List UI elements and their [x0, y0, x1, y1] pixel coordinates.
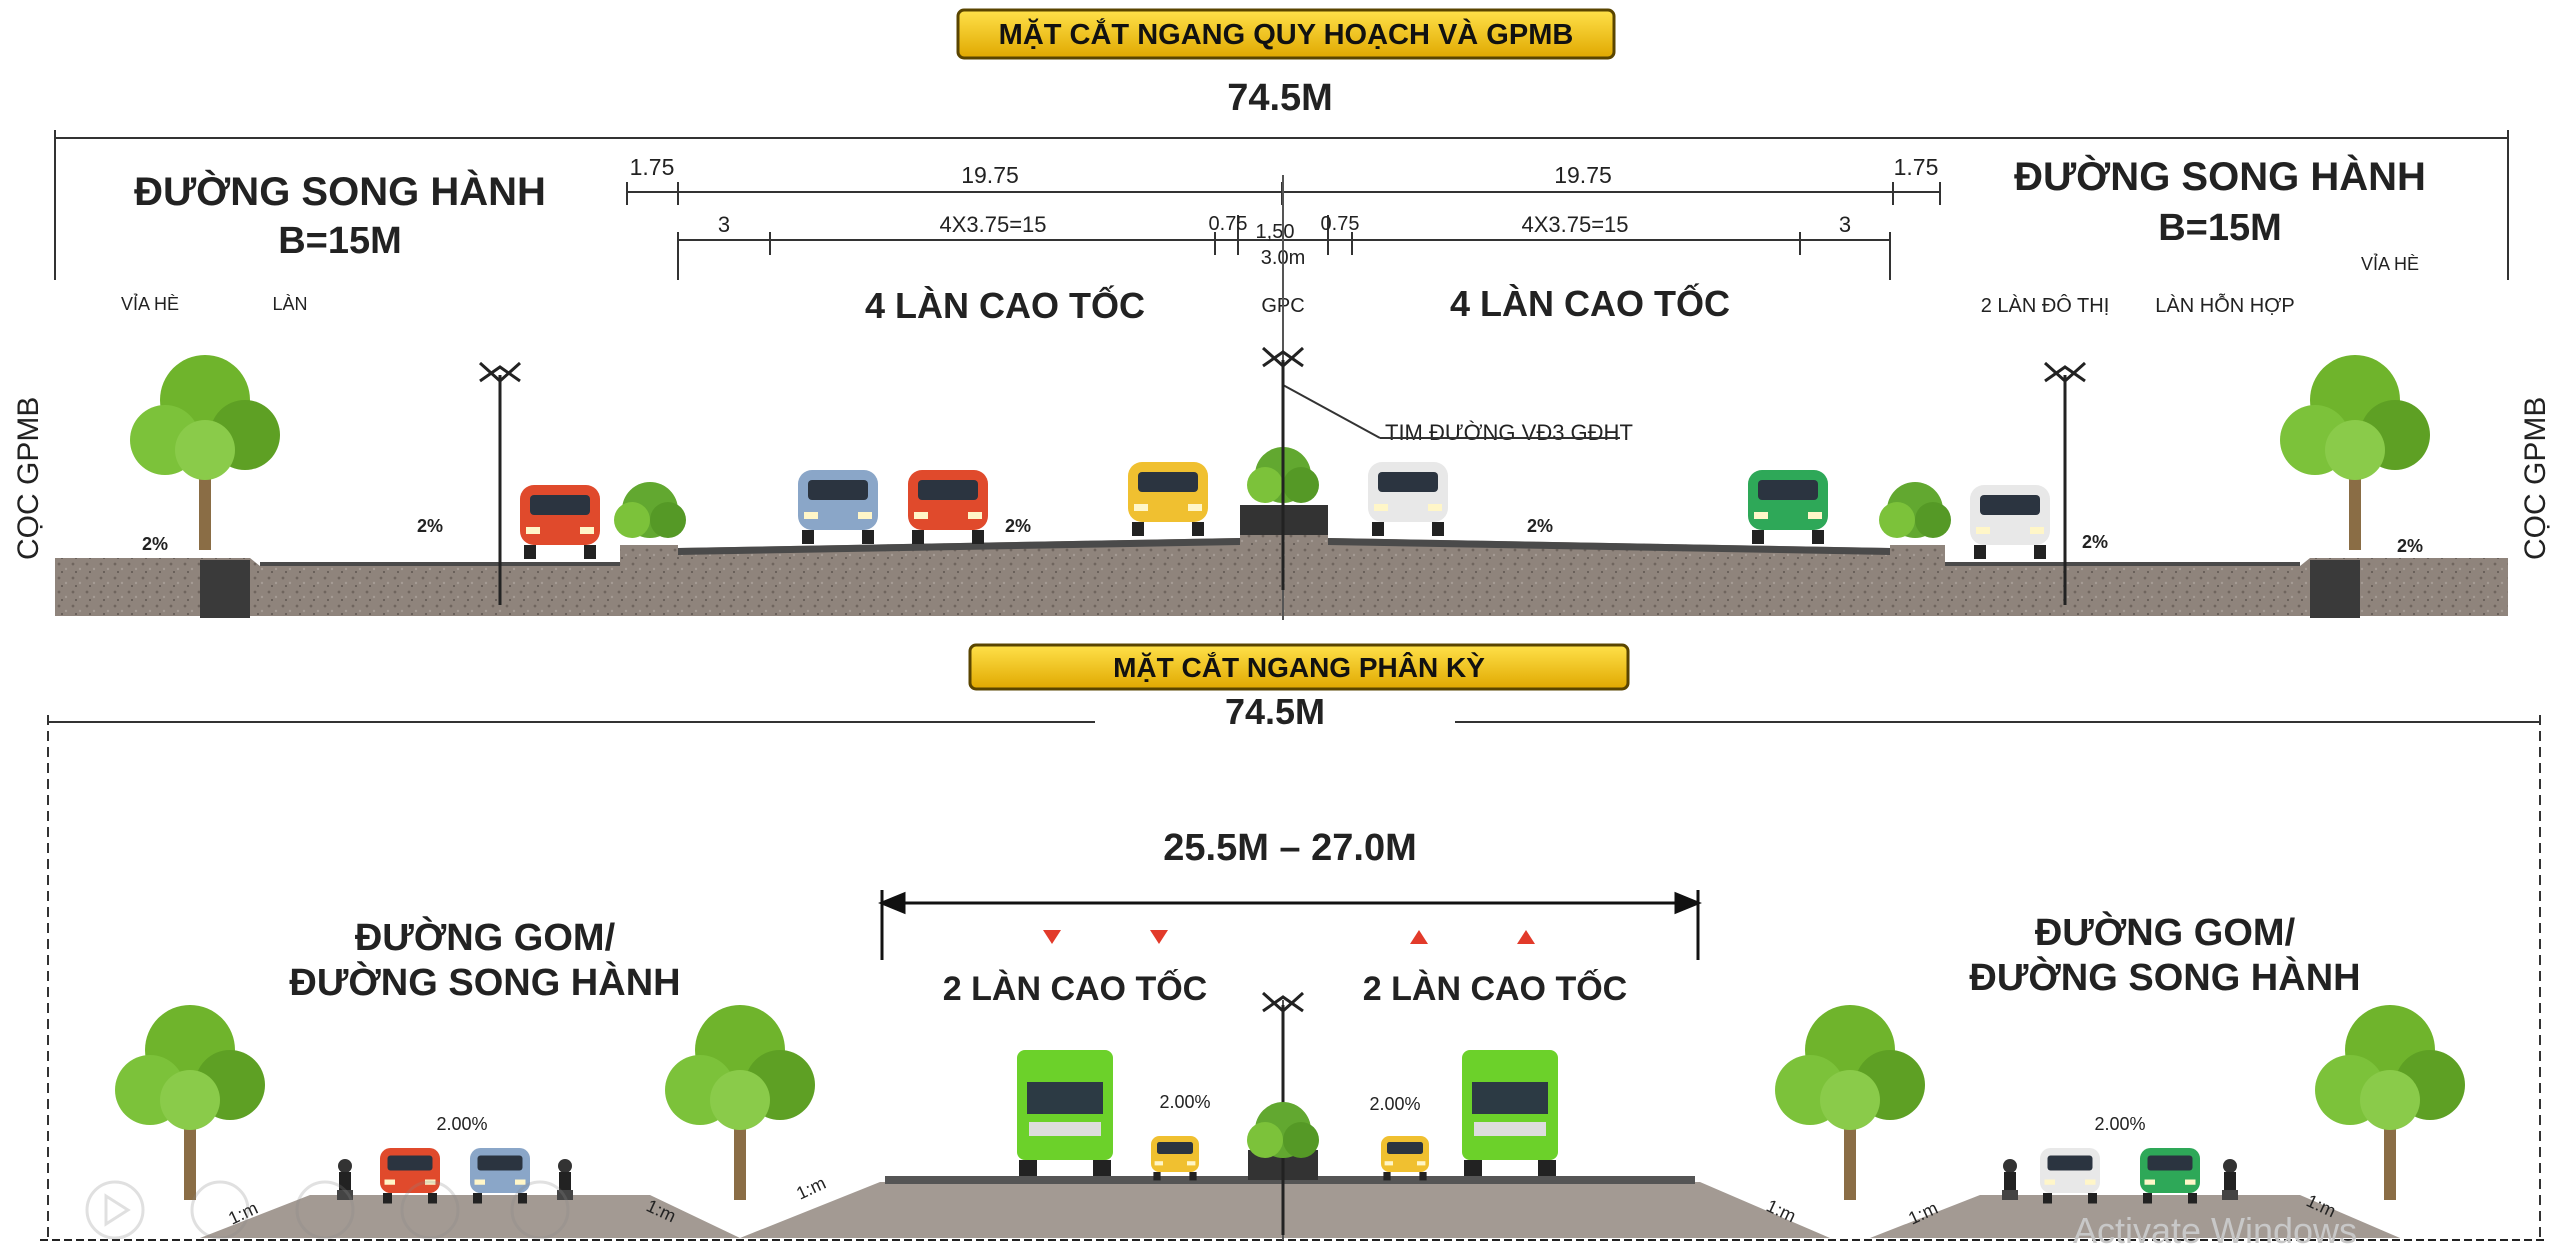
- left-lane-label: LÀN: [272, 294, 307, 314]
- taxi-icon: [1151, 1136, 1199, 1181]
- dim-lane-right-3: 3: [1839, 212, 1851, 237]
- centerline-note: TIM ĐƯỜNG VĐ3 GĐHT: [1385, 420, 1633, 445]
- bottom-right-lanes-label: 2 LÀN CAO TỐC: [1363, 969, 1627, 1008]
- gpmb-marker-right: CỌC GPMB: [2519, 397, 2552, 560]
- top-left-road-width: B=15M: [278, 220, 402, 262]
- top-total-width: 74.5M: [1227, 77, 1333, 119]
- dim-half-left: 19.75: [961, 162, 1019, 188]
- windows-watermark: Activate Windows: [2073, 1210, 2357, 1251]
- motorbike-icon: [337, 1159, 353, 1200]
- top-banner-text: MẶT CẮT NGANG QUY HOẠCH VÀ GPMB: [999, 17, 1574, 51]
- zoom-icon[interactable]: [400, 1180, 460, 1240]
- tree-icon: [2280, 355, 2430, 550]
- dim-lane-left-3: 3: [718, 212, 730, 237]
- bottom-slope-3: 2.00%: [1369, 1094, 1420, 1114]
- tree-icon: [130, 355, 280, 550]
- bottom-left-lanes-label: 2 LÀN CAO TỐC: [943, 969, 1207, 1008]
- bottom-slope-2: 2.00%: [1159, 1092, 1210, 1112]
- bottom-right-road-title-1: ĐƯỜNG GOM/: [2035, 910, 2296, 954]
- car-icon: [1748, 470, 1828, 544]
- tree-icon: [1775, 1005, 1925, 1200]
- motorbike-icon: [557, 1159, 573, 1200]
- gpmb-marker-left: CỌC GPMB: [12, 397, 45, 560]
- shrub-icon: [1247, 1102, 1319, 1158]
- top-banner: MẶT CẮT NGANG QUY HOẠCH VÀ GPMB: [956, 8, 1616, 60]
- dim-strip-right: 0.75: [1321, 213, 1360, 235]
- car-icon: [798, 470, 878, 544]
- top-right-lanes-label: 4 LÀN CAO TỐC: [1450, 282, 1730, 324]
- bottom-left-road-title-1: ĐƯỜNG GOM/: [355, 915, 616, 959]
- slope-5: 2%: [2082, 532, 2108, 552]
- top-right-road-width: B=15M: [2158, 207, 2282, 249]
- left-sidewalk-label: VỈA HÈ: [121, 293, 179, 314]
- car-icon: [1970, 485, 2050, 559]
- bottom-total-width: 74.5M: [1225, 691, 1325, 732]
- slope-1: 2%: [142, 534, 168, 554]
- bottom-total-dimension-line: [47, 715, 2541, 1240]
- slides-icon[interactable]: [295, 1180, 355, 1240]
- center-width-dimension: [878, 890, 1702, 960]
- top-left-lanes-label: 4 LÀN CAO TỐC: [865, 284, 1145, 326]
- dim-lanes-right: 4X3.75=15: [1521, 212, 1628, 237]
- tree-icon: [2315, 1005, 2465, 1200]
- bottom-ground-profile: [40, 1150, 2545, 1241]
- bottom-banner-text: MẶT CẮT NGANG PHÂN KỲ: [1113, 652, 1485, 683]
- top-left-road-title: ĐƯỜNG SONG HÀNH: [134, 168, 546, 214]
- truck-icon: [1462, 1050, 1558, 1176]
- truck-icon: [1017, 1050, 1113, 1176]
- slope-4: 2%: [1527, 516, 1553, 536]
- shrub-icon: [1879, 482, 1951, 538]
- dim-lanes-left: 4X3.75=15: [939, 212, 1046, 237]
- bottom-banner: MẶT CẮT NGANG PHÂN KỲ: [968, 643, 1630, 691]
- taxi-icon: [1381, 1136, 1429, 1181]
- bottom-left-road-title-2: ĐƯỜNG SONG HÀNH: [289, 960, 680, 1004]
- car-icon: [520, 485, 600, 559]
- car-icon: [908, 470, 988, 544]
- bottom-slope-1: 2.00%: [436, 1114, 487, 1134]
- dim-half-right: 19.75: [1554, 162, 1612, 188]
- right-mixed-lane-label: LÀN HỖN HỢP: [2155, 293, 2294, 317]
- play-icon[interactable]: [85, 1180, 145, 1240]
- direction-arrows: [1043, 930, 1535, 944]
- taxi-icon: [1128, 462, 1208, 536]
- tree-icon: [115, 1005, 265, 1200]
- right-urban-lanes-label: 2 LÀN ĐÔ THỊ: [1981, 294, 2110, 317]
- motorbike-icon: [2002, 1159, 2018, 1200]
- slope-3: 2%: [1005, 516, 1031, 536]
- top-right-road-title: ĐƯỜNG SONG HÀNH: [2014, 153, 2426, 199]
- embankment-ratio: 1:m: [793, 1173, 829, 1204]
- pen-icon[interactable]: [190, 1180, 250, 1240]
- tree-icon: [665, 1005, 815, 1200]
- play-glyph: [104, 1193, 131, 1227]
- slope-6: 2%: [2397, 536, 2423, 556]
- right-sidewalk-label: VỈA HÈ: [2361, 253, 2419, 274]
- dim-sidewalk-left: 1.75: [630, 154, 675, 180]
- center-width: 25.5M – 27.0M: [1163, 827, 1416, 869]
- top-total-dimension-line: [54, 130, 2509, 280]
- shrub-icon: [614, 482, 686, 538]
- more-icon[interactable]: [510, 1180, 570, 1240]
- dim-strip-left: 0.75: [1209, 213, 1248, 235]
- bottom-right-road-title-2: ĐƯỜNG SONG HÀNH: [1969, 955, 2360, 999]
- motorbike-icon: [2222, 1159, 2238, 1200]
- car-icon: [1368, 462, 1448, 536]
- bottom-slope-4: 2.00%: [2094, 1114, 2145, 1134]
- slope-2: 2%: [417, 516, 443, 536]
- centerline-note-leader: [1282, 384, 1381, 439]
- dim-sidewalk-right: 1.75: [1894, 154, 1939, 180]
- dim-median: 1,50: [1256, 221, 1295, 243]
- presentation-controls[interactable]: [85, 1180, 570, 1240]
